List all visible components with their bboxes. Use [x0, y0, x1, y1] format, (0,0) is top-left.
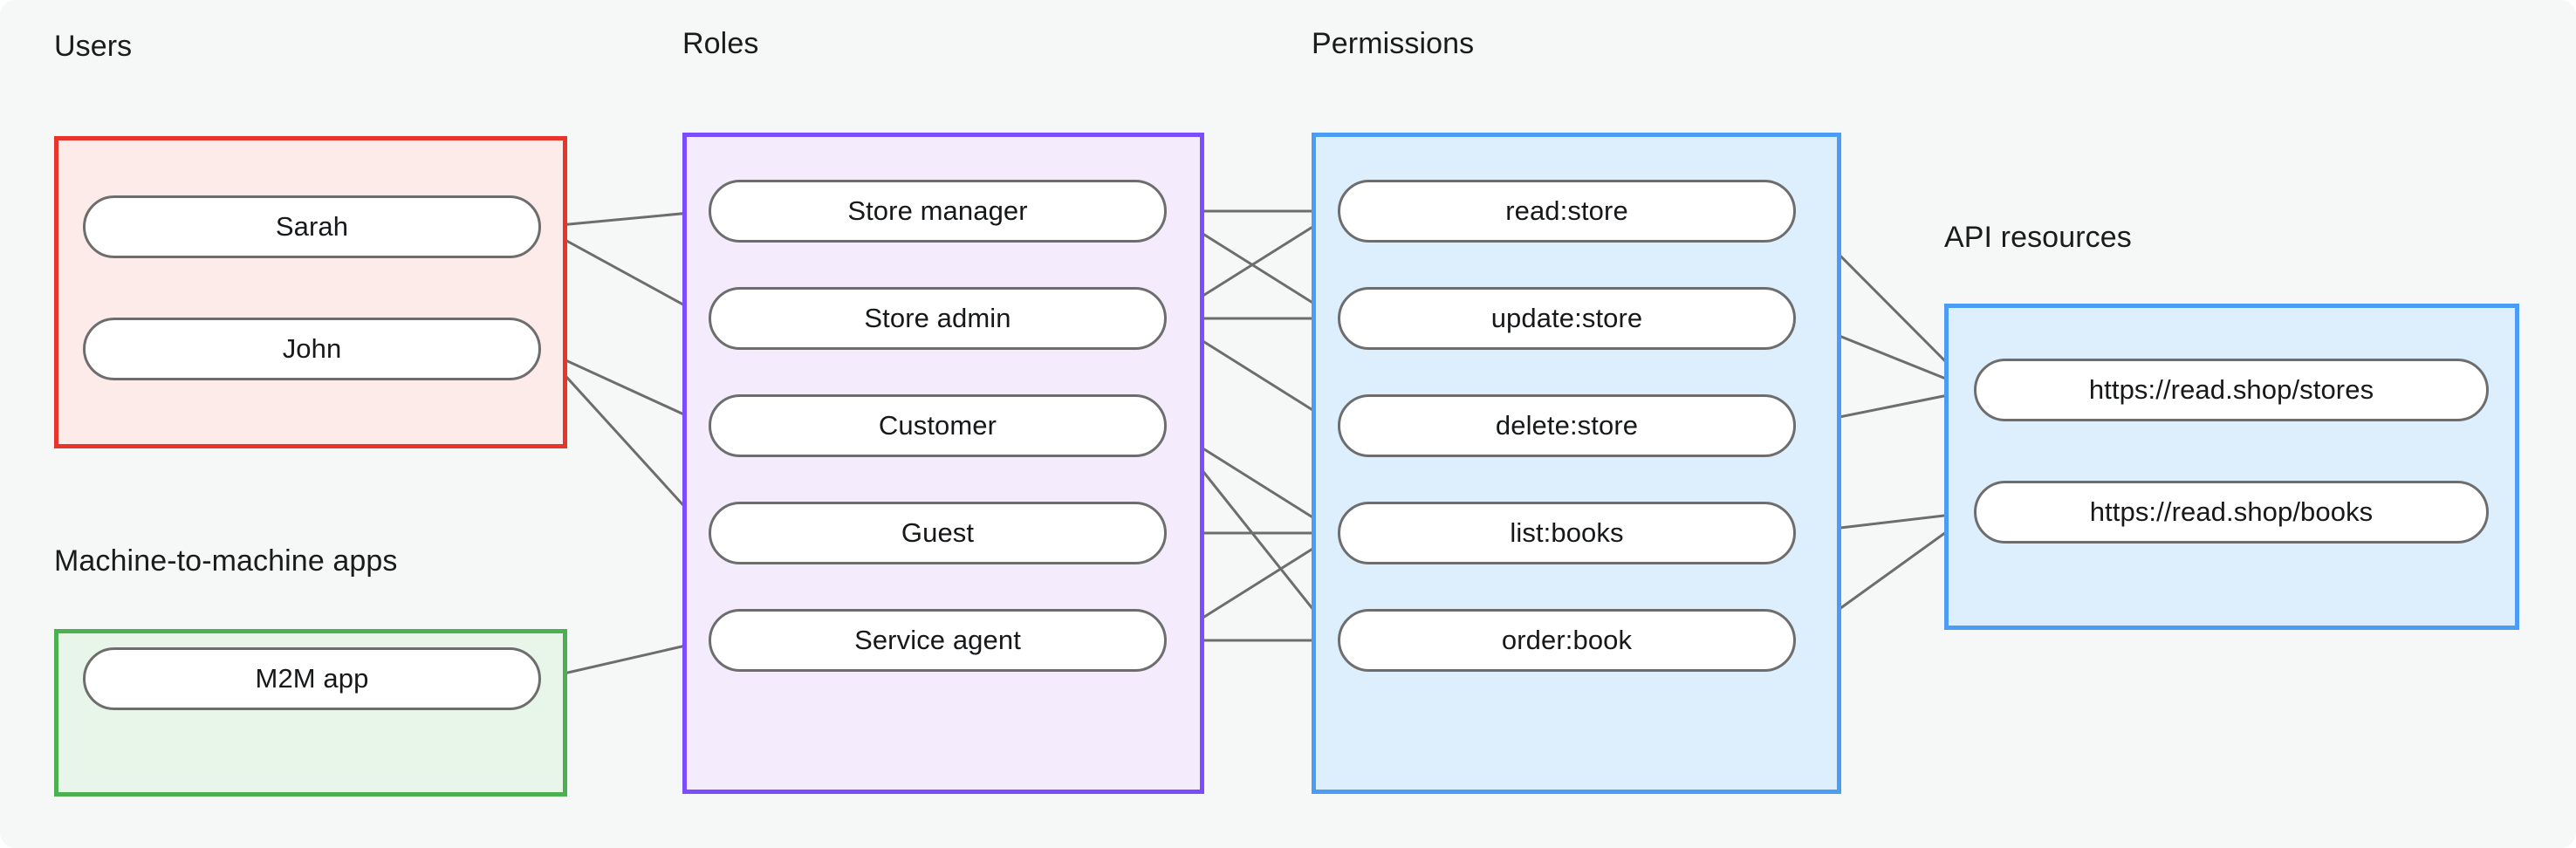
node-list_books[interactable]: list:books	[1338, 502, 1796, 564]
group-box-permissions	[1312, 133, 1841, 794]
node-customer[interactable]: Customer	[709, 394, 1167, 457]
node-order_book[interactable]: order:book	[1338, 609, 1796, 672]
node-service_agent[interactable]: Service agent	[709, 609, 1167, 672]
node-delete_store[interactable]: delete:store	[1338, 394, 1796, 457]
group-box-api_resources	[1944, 304, 2519, 630]
node-guest[interactable]: Guest	[709, 502, 1167, 564]
node-read_store[interactable]: read:store	[1338, 180, 1796, 243]
node-res_stores[interactable]: https://read.shop/stores	[1974, 359, 2489, 421]
node-res_books[interactable]: https://read.shop/books	[1974, 481, 2489, 544]
node-store_manager[interactable]: Store manager	[709, 180, 1167, 243]
node-update_store[interactable]: update:store	[1338, 287, 1796, 350]
group-box-roles	[682, 133, 1204, 794]
group-title-permissions: Permissions	[1312, 27, 1475, 60]
node-store_admin[interactable]: Store admin	[709, 287, 1167, 350]
group-title-m2m: Machine-to-machine apps	[54, 544, 398, 578]
node-john[interactable]: John	[83, 318, 541, 380]
node-sarah[interactable]: Sarah	[83, 195, 541, 258]
group-title-roles: Roles	[682, 27, 759, 60]
node-m2mapp[interactable]: M2M app	[83, 647, 541, 710]
group-box-users	[54, 136, 567, 448]
group-title-users: Users	[54, 30, 133, 63]
group-title-api_resources: API resources	[1944, 221, 2132, 254]
